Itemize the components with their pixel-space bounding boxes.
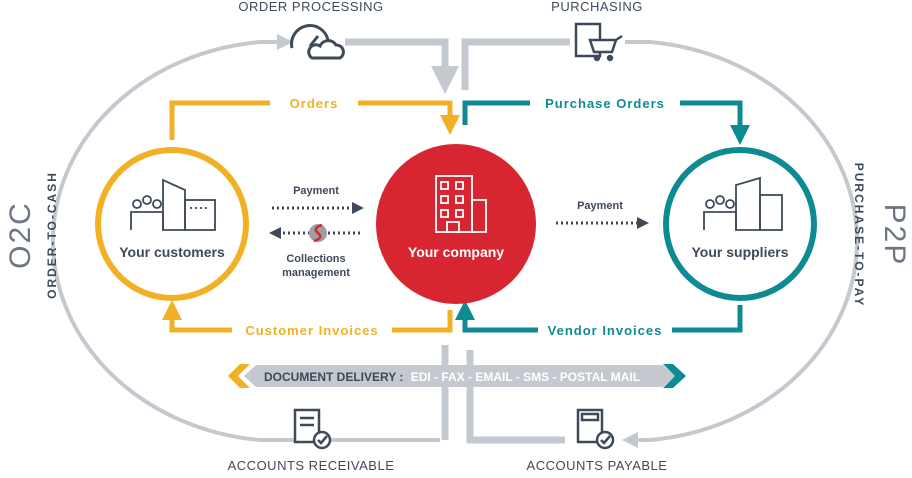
delivery-channels: EDI - FAX - EMAIL - SMS - POSTAL MAIL [411,370,640,384]
suppliers-node: Your suppliers [663,147,817,301]
accounts-receivable-label: ACCOUNTS RECEIVABLE [228,458,395,473]
office-building-icon [435,175,487,233]
order-processing-label: ORDER PROCESSING [238,0,383,14]
people-building-icon [130,178,216,231]
orders-label: Orders [290,96,339,111]
purchasing-label: PURCHASING [551,0,643,14]
calculator-check-icon [576,408,615,450]
company-node: Your company [376,144,536,304]
p2p-cycle-line [441,38,860,448]
invoice-check-icon [293,408,332,450]
vendor-invoices-label: Vendor Invoices [548,323,663,338]
suppliers-label: Your suppliers [692,244,789,260]
purchase-to-pay-label: PURCHASE-TO-PAY [852,163,866,307]
p2p-label: P2P [878,204,911,267]
supplier-payment-label: Payment [577,200,623,212]
purchase-orders-label: Purchase Orders [545,96,665,111]
collections-logo-icon [309,223,327,243]
accounts-payable-label: ACCOUNTS PAYABLE [527,458,668,473]
customers-label: Your customers [119,244,225,260]
customer-invoices-label: Customer Invoices [245,323,378,338]
people-factory-icon [703,176,783,231]
o2c-label: O2C [4,201,37,269]
order-to-cash-label: ORDER-TO-CASH [45,171,59,299]
shopping-cart-icon [574,22,623,62]
company-label: Your company [408,244,504,260]
customer-payment-label: Payment [293,185,339,197]
delivery-label: DOCUMENT DELIVERY : [264,370,403,384]
customers-node: Your customers [95,147,249,301]
o2c-cycle-line [50,34,459,442]
speedometer-cloud-icon [290,24,345,60]
collections-label-line2: management [282,267,350,279]
collections-label-line1: Collections [286,253,345,265]
document-delivery-bar: DOCUMENT DELIVERY : EDI - FAX - EMAIL - … [228,364,686,388]
svg-text:DOCUMENT DELIVERY : EDI: DOCUMENT DELIVERY : EDI - FAX - EMAIL - … [264,370,640,384]
